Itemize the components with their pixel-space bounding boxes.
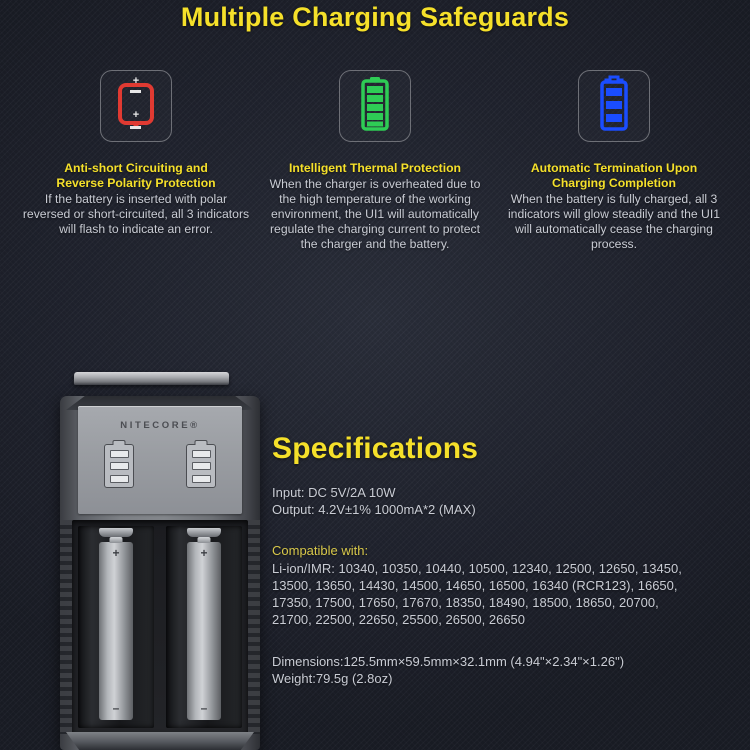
- spec-input: Input: DC 5V/2A 10W: [272, 485, 396, 500]
- battery-charging-blue-icon: [592, 75, 636, 138]
- page-title: Multiple Charging Safeguards: [180, 2, 570, 32]
- charger-battery-bays: + – + –: [72, 520, 248, 734]
- battery-reverse-polarity-icon: + +: [108, 75, 164, 138]
- spec-weight: Weight:79.5g (2.8oz): [272, 671, 393, 686]
- battery-full-green-icon: [353, 75, 397, 138]
- charger-body: NITECORE®: [60, 396, 260, 750]
- spec-physical: Dimensions:125.5mm×59.5mm×32.1mm (4.94"×…: [272, 653, 724, 687]
- spec-compatible-label: Compatible with:: [272, 543, 369, 558]
- features-row: + + Anti-short Circuiting and Reverse Po…: [0, 70, 750, 252]
- spec-compatible-line: 17350, 17500, 17650, 17670, 18350, 18490…: [272, 595, 659, 610]
- feature-icon-box: + +: [100, 70, 172, 142]
- cell-positive-marker: +: [200, 546, 208, 560]
- svg-text:+: +: [133, 109, 139, 121]
- charger-left-rail: [60, 520, 74, 734]
- spec-compatible-line: 13500, 13650, 14430, 14500, 14650, 16500…: [272, 578, 678, 593]
- cell-positive-marker: +: [112, 546, 120, 560]
- feature-body: When the battery is fully charged, all 3…: [507, 192, 721, 251]
- battery-slot: + –: [78, 526, 154, 728]
- feature-heading-line2: Charging Completion: [552, 176, 676, 190]
- feature-heading-line1: Intelligent Thermal Protection: [289, 161, 461, 175]
- battery-cell: + –: [187, 542, 221, 720]
- feature-heading-line1: Automatic Termination Upon: [530, 161, 698, 175]
- specifications-title: Specifications: [272, 432, 479, 465]
- feature-body: If the battery is inserted with polar re…: [22, 192, 250, 236]
- feature-icon-box: [339, 70, 411, 142]
- battery-cell: + –: [99, 542, 133, 720]
- indicator-segment: [109, 462, 129, 470]
- product-image-charger: NITECORE®: [60, 372, 270, 750]
- feature-automatic-termination: Automatic Termination Upon Charging Comp…: [500, 70, 728, 252]
- brand-logo: NITECORE®: [120, 420, 200, 431]
- battery-indicator-icon: [186, 444, 216, 488]
- indicator-segment: [109, 474, 129, 483]
- specifications-section: Specifications Input: DC 5V/2A 10W Outpu…: [272, 432, 724, 687]
- feature-heading: Automatic Termination Upon Charging Comp…: [531, 161, 697, 191]
- spec-compatible-line: 21700, 22500, 22650, 25500, 26500, 26650: [272, 612, 526, 627]
- slot-spring-contact: [99, 528, 133, 537]
- battery-slot: + –: [166, 526, 242, 728]
- indicator-segment: [191, 449, 211, 458]
- spec-dimensions: Dimensions:125.5mm×59.5mm×32.1mm (4.94"×…: [272, 654, 625, 669]
- charger-indicator-row: [78, 444, 242, 488]
- charger-right-rail: [246, 520, 260, 734]
- spec-compatible-list: Li-ion/IMR: 10340, 10350, 10440, 10500, …: [272, 560, 724, 628]
- charger-faceplate: NITECORE®: [78, 406, 242, 514]
- feature-intelligent-thermal-protection: Intelligent Thermal Protection When the …: [261, 70, 489, 252]
- indicator-segment: [109, 449, 129, 458]
- indicator-segment: [191, 462, 211, 470]
- feature-heading-line2: Reverse Polarity Protection: [56, 176, 216, 190]
- feature-anti-short-circuiting: + + Anti-short Circuiting and Reverse Po…: [22, 70, 250, 252]
- charger-lid: [73, 372, 230, 385]
- slot-spring-contact: [187, 528, 221, 537]
- feature-heading: Intelligent Thermal Protection: [289, 161, 461, 176]
- feature-body: When the charger is overheated due to th…: [269, 177, 481, 251]
- feature-icon-box: [578, 70, 650, 142]
- battery-indicator-icon: [104, 444, 134, 488]
- indicator-segment: [191, 474, 211, 483]
- svg-text:+: +: [133, 75, 139, 87]
- charger-base: [66, 732, 254, 750]
- spec-output: Output: 4.2V±1% 1000mA*2 (MAX): [272, 502, 476, 517]
- feature-heading-line1: Anti-short Circuiting and: [64, 161, 208, 175]
- feature-heading: Anti-short Circuiting and Reverse Polari…: [56, 161, 215, 191]
- spec-compatible-line: Li-ion/IMR: 10340, 10350, 10440, 10500, …: [272, 561, 682, 576]
- cell-negative-marker: –: [200, 701, 208, 715]
- cell-negative-marker: –: [112, 701, 120, 715]
